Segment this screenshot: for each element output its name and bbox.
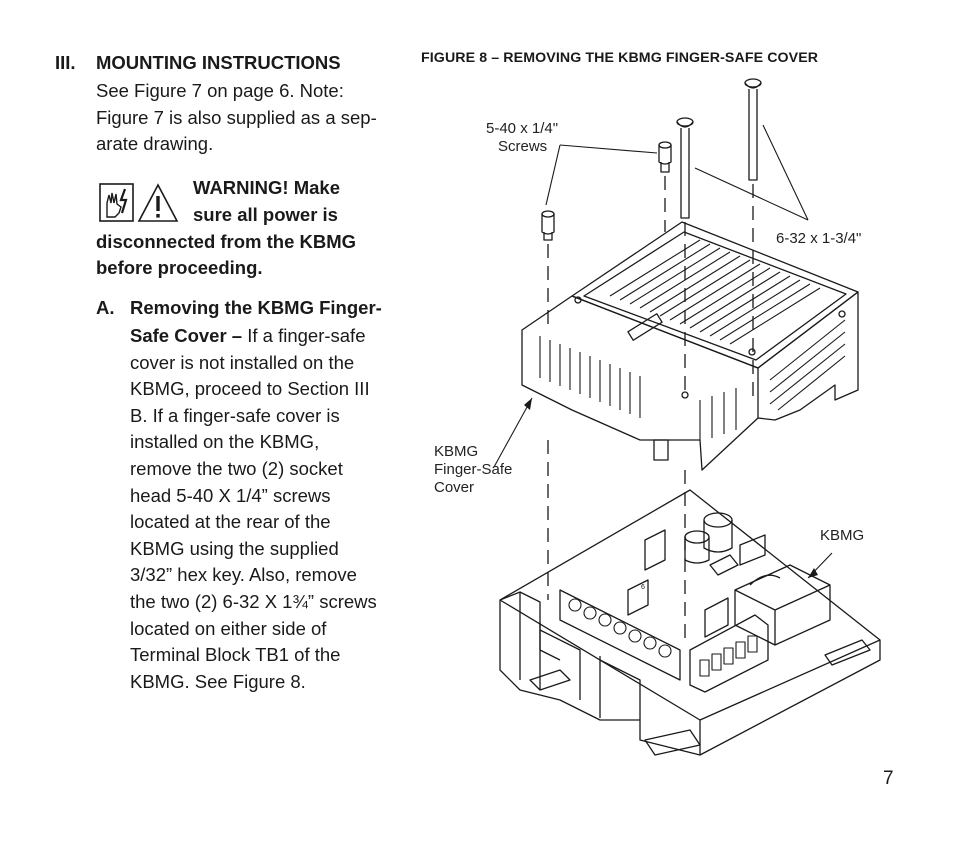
figure-caption: FIGURE 8 – REMOVING THE KBMG FINGER-SAFE…: [421, 50, 819, 66]
subsection-title-line2: Safe Cover – If a finger-safe: [130, 323, 430, 350]
body-line: located on either side of: [130, 617, 327, 639]
subsection-letter: A.: [96, 297, 115, 318]
body-line: KBMG using the supplied: [130, 537, 339, 559]
screw-long-front: [676, 117, 694, 219]
label-line: Cover: [434, 479, 475, 496]
warning-line: disconnected from the KBMG: [96, 231, 357, 252]
intro-line: arate drawing.: [96, 133, 214, 155]
screw-small-right: [658, 141, 672, 173]
label-line: Screws: [498, 138, 548, 155]
page-number: 7: [883, 768, 894, 789]
finger-safe-cover: [521, 221, 859, 471]
body-line: Terminal Block TB1 of the: [130, 644, 341, 666]
board-mark: 6: [641, 584, 645, 591]
caution-triangle-icon: [137, 183, 179, 222]
hand-shock-icon: [99, 183, 134, 222]
label-line: 5-40 x 1/4": [486, 120, 559, 137]
arrowhead-cover: [524, 398, 532, 410]
intro-line: See Figure 7 on page 6. Note:: [96, 80, 344, 101]
label-line: KBMG: [434, 443, 479, 460]
body-line: KBMG. See Figure 8.: [130, 670, 306, 692]
body-line: installed on the KBMG,: [130, 431, 320, 453]
warning-icons: [99, 183, 179, 222]
label-screws-small: 5-40 x 1/4" Screws: [486, 120, 558, 156]
intro-paragraph: See Figure 7 on page 6. Note: Figure 7 i…: [96, 78, 416, 158]
screw-long-rear: [744, 78, 762, 181]
subsection-title: Removing the KBMG Finger-: [130, 297, 382, 318]
leader-lines: [493, 124, 833, 579]
warning-line: before proceeding.: [96, 257, 263, 278]
body-line: B. If a finger-safe cover is: [130, 404, 340, 426]
subsection-title-bold: Safe Cover –: [130, 325, 243, 346]
arrowhead-board: [808, 568, 818, 578]
body-line: KBMG, proceed to Section III: [130, 378, 370, 400]
screw-small-left: [541, 210, 555, 241]
label-cover: KBMG Finger-Safe Cover: [434, 443, 512, 497]
warning-line: WARNING! Make: [193, 177, 340, 198]
body-line: located at the rear of the: [130, 511, 331, 533]
kbmg-board: [499, 489, 881, 756]
section-number: III.: [55, 52, 76, 73]
body-line: 3/32” hex key. Also, remove: [130, 564, 357, 586]
subsection-title-rest: If a finger-safe: [242, 325, 366, 346]
subsection-body: Safe Cover – If a finger-safe cover is n…: [130, 323, 430, 695]
label-board: KBMG: [820, 527, 865, 544]
label-screws-long: 6-32 x 1-3/4": [776, 230, 862, 247]
intro-line: Figure 7 is also supplied as a sep-: [96, 106, 377, 128]
body-line: remove the two (2) socket: [130, 457, 343, 479]
body-line: the two (2) 6-32 X 1¾” screws: [130, 590, 377, 612]
label-line: Finger-Safe: [434, 461, 513, 478]
section-title: MOUNTING INSTRUCTIONS: [96, 52, 341, 73]
warning-line: sure all power is: [193, 204, 338, 225]
alignment-lines: [547, 176, 754, 640]
body-line: head 5-40 X 1/4” screws: [130, 484, 331, 506]
body-line: cover is not installed on the: [130, 351, 355, 373]
